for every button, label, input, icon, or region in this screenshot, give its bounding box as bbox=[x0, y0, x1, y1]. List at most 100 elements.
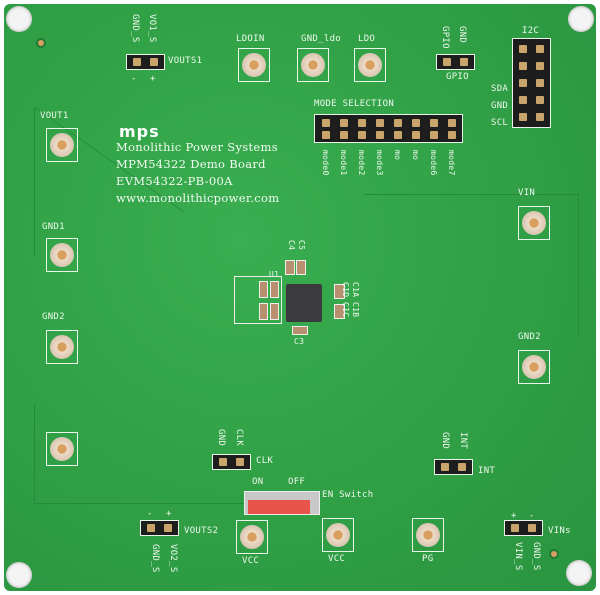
vcc-test-point[interactable] bbox=[236, 520, 268, 554]
vouts2-label: VOUTS2 bbox=[184, 526, 219, 536]
gnd2-left-test-point[interactable] bbox=[46, 330, 78, 364]
vouts1-pin-label: VO1_S bbox=[147, 14, 157, 43]
gnd-ldo-test-point[interactable] bbox=[297, 48, 329, 82]
header-pin bbox=[321, 118, 330, 127]
pg-test-point[interactable] bbox=[412, 518, 444, 552]
mode-label: mode1 bbox=[339, 150, 348, 176]
header-pin bbox=[411, 130, 420, 139]
header-pin bbox=[357, 118, 366, 127]
mode-selection-header[interactable] bbox=[314, 114, 463, 143]
int-label: INT bbox=[478, 466, 496, 476]
mounting-hole bbox=[566, 560, 592, 586]
header-pin bbox=[393, 130, 402, 139]
capacitor bbox=[285, 260, 295, 275]
gpio-header[interactable] bbox=[436, 54, 475, 70]
mode-label: mo bbox=[393, 150, 402, 161]
vouts2-pin-label: VO2_S bbox=[168, 544, 178, 573]
c1d-label: C1D bbox=[341, 282, 350, 298]
brand-line: MPM54322 Demo Board bbox=[116, 157, 266, 171]
capacitor bbox=[292, 326, 308, 335]
mode-label: mode3 bbox=[375, 150, 384, 176]
vin-test-point[interactable] bbox=[518, 206, 550, 240]
header-pin bbox=[357, 130, 366, 139]
gpio-label: GPIO bbox=[446, 72, 469, 82]
c4-label: C4 bbox=[287, 240, 296, 251]
gnd2-left-label: GND2 bbox=[42, 312, 65, 322]
int-header[interactable] bbox=[434, 459, 473, 475]
trace bbox=[364, 194, 579, 334]
header-pin bbox=[375, 130, 384, 139]
mounting-hole bbox=[6, 562, 32, 588]
switch-on-label: ON bbox=[252, 477, 264, 487]
mode-label: mode7 bbox=[447, 150, 456, 176]
gnd1-label: GND1 bbox=[42, 222, 65, 232]
header-pin bbox=[375, 118, 384, 127]
gpio-pin-label: GND bbox=[457, 26, 467, 44]
vout1-test-point[interactable] bbox=[46, 128, 78, 162]
ldoin-test-point[interactable] bbox=[238, 48, 270, 82]
vins-label: VINs bbox=[548, 526, 571, 536]
mode-selection-label: MODE SELECTION bbox=[314, 99, 395, 109]
i2c-gnd-label: GND bbox=[491, 101, 509, 111]
vouts1-sign: - bbox=[131, 74, 137, 84]
clk-pin-label: GND bbox=[216, 429, 226, 447]
clk-label: CLK bbox=[256, 456, 274, 466]
vouts1-sign: + bbox=[150, 74, 156, 84]
brand-line: www.monolithicpower.com bbox=[116, 191, 280, 205]
brand-line: EVM54322-PB-00A bbox=[116, 174, 233, 188]
vouts1-header[interactable] bbox=[126, 54, 165, 70]
component-block bbox=[234, 276, 282, 324]
i2c-scl-label: SCL bbox=[491, 118, 509, 128]
via bbox=[36, 38, 46, 48]
gnd1-test-point[interactable] bbox=[46, 238, 78, 272]
c3-label: C3 bbox=[294, 337, 305, 346]
mode-label: mo bbox=[411, 150, 420, 161]
c5-label: C5 bbox=[297, 240, 306, 251]
i2c-header[interactable] bbox=[512, 38, 551, 128]
vins-header[interactable] bbox=[504, 520, 543, 536]
ldo-label: LDO bbox=[358, 34, 376, 44]
vins-pin-label: VIN_S bbox=[513, 542, 523, 571]
gnd2-right-test-point[interactable] bbox=[518, 350, 550, 384]
u1-chip bbox=[286, 284, 322, 322]
pg-label: PG bbox=[422, 554, 434, 564]
mps-logo: mps bbox=[119, 122, 160, 141]
gnd-ldo-label: GND_ldo bbox=[301, 34, 342, 44]
clk-header[interactable] bbox=[212, 454, 251, 470]
c1c-label: C1C bbox=[341, 302, 350, 318]
vcc-test-point[interactable] bbox=[322, 518, 354, 552]
vouts2-header[interactable] bbox=[140, 520, 179, 536]
header-pin bbox=[447, 130, 456, 139]
capacitor bbox=[296, 260, 306, 275]
switch-knob[interactable] bbox=[248, 500, 310, 514]
header-pin bbox=[339, 130, 348, 139]
i2c-label: I2C bbox=[522, 26, 540, 36]
vouts2-sign: + bbox=[166, 509, 172, 519]
header-pin bbox=[429, 118, 438, 127]
i2c-sda-label: SDA bbox=[491, 84, 509, 94]
ldoin-label: LDOIN bbox=[236, 34, 265, 44]
c1a-label: C1A bbox=[351, 282, 360, 298]
vouts1-label: VOUTS1 bbox=[168, 56, 203, 66]
vout1-label: VOUT1 bbox=[40, 111, 69, 121]
int-pin-label: INT bbox=[458, 432, 468, 450]
u1-label: U1 bbox=[269, 270, 280, 279]
en-switch[interactable] bbox=[244, 491, 320, 515]
ldo-test-point[interactable] bbox=[354, 48, 386, 82]
mounting-hole bbox=[6, 6, 32, 32]
en-switch-label: EN Switch bbox=[322, 490, 374, 500]
capacitor bbox=[334, 284, 345, 299]
test-point[interactable] bbox=[46, 432, 78, 466]
mode-label: mode2 bbox=[357, 150, 366, 176]
header-pin bbox=[447, 118, 456, 127]
vcc-label: VCC bbox=[242, 556, 260, 566]
mode-label: mode6 bbox=[429, 150, 438, 176]
pcb-board: GND_S VO1_S - + VOUTS1 LDOIN GND_ldo LDO… bbox=[4, 4, 596, 591]
int-pin-label: GND bbox=[440, 432, 450, 450]
mode-label: mode0 bbox=[321, 150, 330, 176]
via bbox=[549, 549, 559, 559]
c1b-label: C1B bbox=[351, 302, 360, 318]
vins-sign: - bbox=[529, 511, 535, 521]
gnd2-right-label: GND2 bbox=[518, 332, 541, 342]
header-pin bbox=[393, 118, 402, 127]
